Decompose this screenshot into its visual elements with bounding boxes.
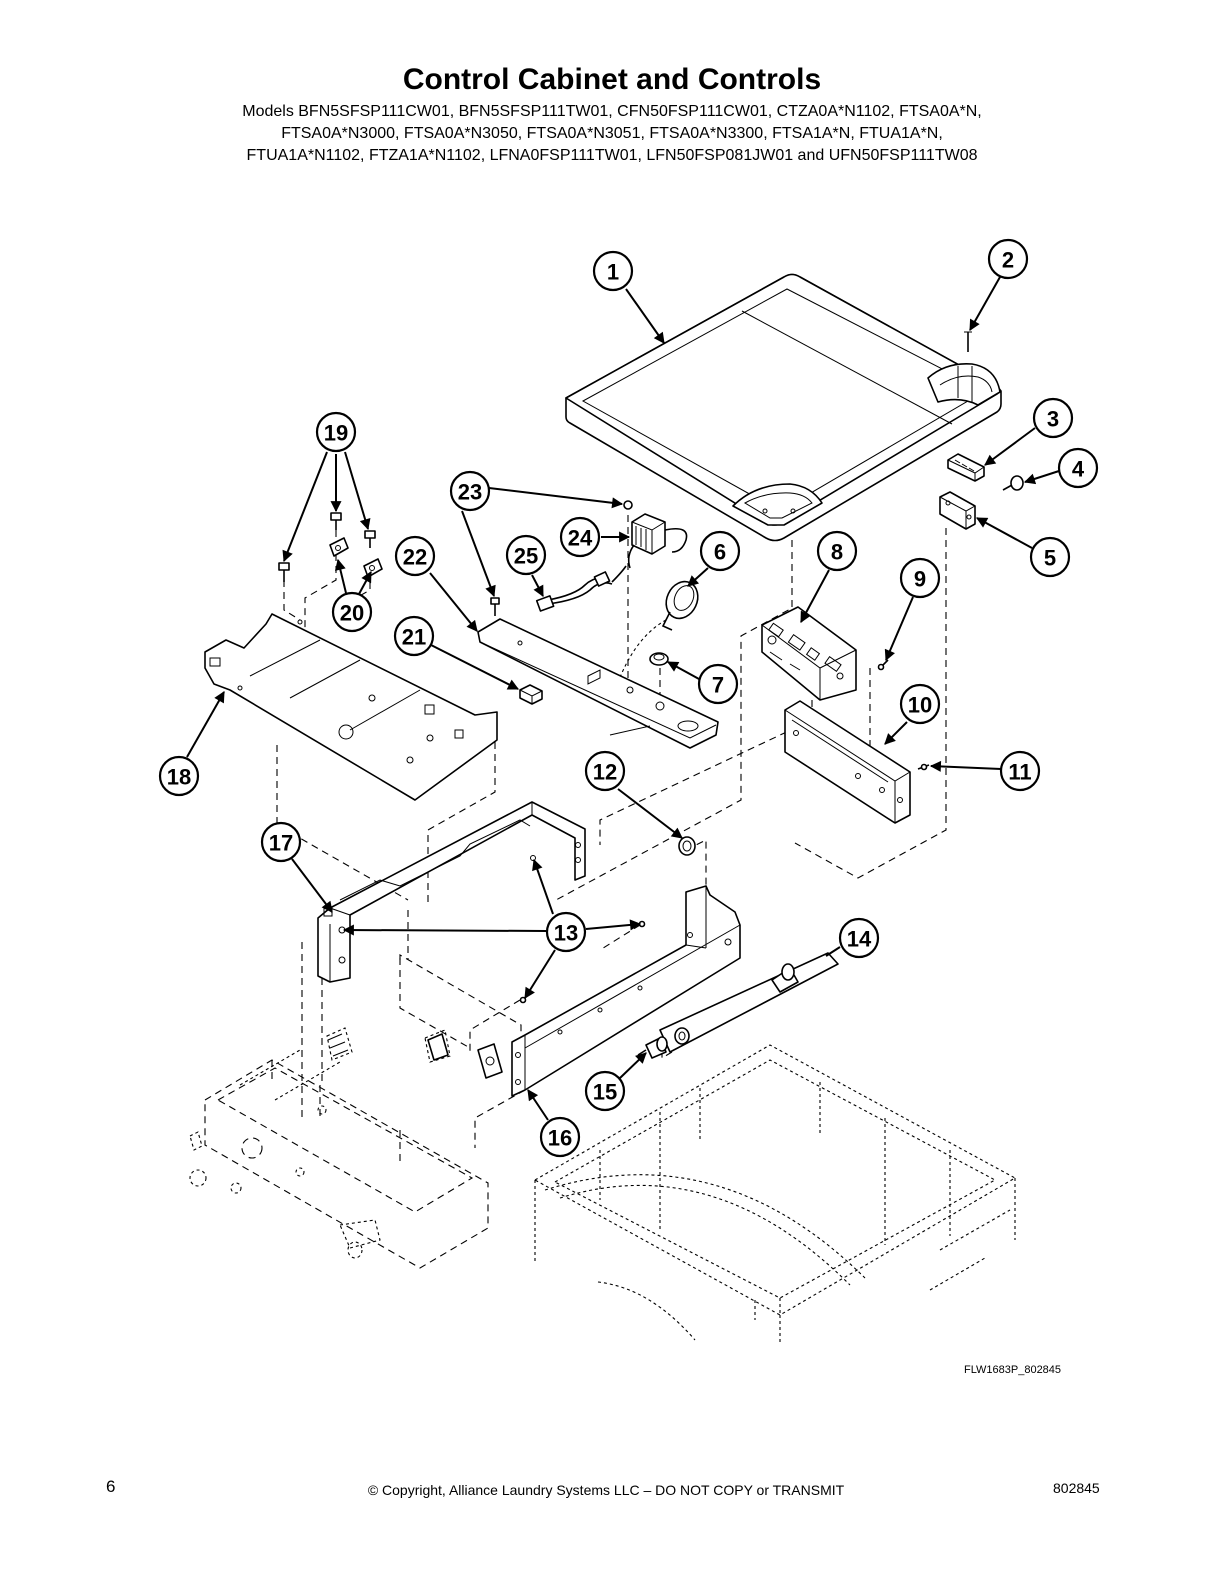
leader-lines xyxy=(186,276,1060,1121)
callout-label: 24 xyxy=(568,526,593,551)
callout-25: 25 xyxy=(505,534,547,576)
transformer xyxy=(623,500,688,569)
callout-label: 1 xyxy=(607,260,619,285)
models-line: Models BFN5SFSP111CW01, BFN5SFSP111TW01,… xyxy=(242,103,982,120)
right-control-channel xyxy=(511,885,741,1097)
screw-item-9 xyxy=(877,659,889,671)
callout-23: 23 xyxy=(449,470,491,512)
callout-19: 19 xyxy=(315,411,357,453)
callout-16: 16 xyxy=(539,1116,581,1158)
wire-harness xyxy=(535,565,627,612)
callout-label: 23 xyxy=(458,480,482,505)
callout-label: 3 xyxy=(1047,407,1059,432)
mounting-bar xyxy=(477,618,719,749)
callout-label: 21 xyxy=(402,625,426,650)
board-bracket xyxy=(784,700,911,824)
screw-item-4 xyxy=(1002,475,1024,491)
callout-label: 12 xyxy=(593,760,617,785)
callout-15: 15 xyxy=(584,1070,626,1112)
models-line: FTUA1A*N1102, FTZA1A*N1102, LFNA0FSP111T… xyxy=(246,147,978,164)
callout-3: 3 xyxy=(1032,397,1074,439)
callout-label: 19 xyxy=(324,421,348,446)
copyright-notice: © Copyright, Alliance Laundry Systems LL… xyxy=(367,1482,845,1498)
callout-14: 14 xyxy=(838,917,880,959)
callout-label: 17 xyxy=(269,831,293,856)
callout-12: 12 xyxy=(584,750,626,792)
callout-label: 20 xyxy=(340,601,364,626)
screw-item-23 xyxy=(490,597,500,616)
callout-label: 8 xyxy=(831,540,843,565)
callout-6: 6 xyxy=(699,530,741,572)
callout-label: 2 xyxy=(1002,248,1014,273)
callout-10: 10 xyxy=(899,683,941,725)
pressure-switch xyxy=(611,580,699,701)
callout-13: 13 xyxy=(545,911,587,953)
callout-18: 18 xyxy=(158,755,200,797)
control-board xyxy=(761,606,857,701)
models-line: FTSA0A*N3000, FTSA0A*N3050, FTSA0A*N3051… xyxy=(281,125,943,142)
hinge-block xyxy=(947,453,985,482)
callout-1: 1 xyxy=(592,250,634,292)
screw-item-11 xyxy=(917,763,930,771)
assembly-guide-lines xyxy=(276,515,947,1148)
callout-20: 20 xyxy=(331,591,373,633)
left-control-channel xyxy=(317,801,586,983)
callout-label: 5 xyxy=(1044,546,1056,571)
washer-cabinet-outline xyxy=(533,1044,1017,1342)
callout-label: 9 xyxy=(914,567,926,592)
callout-label: 22 xyxy=(403,545,427,570)
document-number: 802845 xyxy=(1053,1480,1100,1496)
callout-label: 25 xyxy=(514,544,538,569)
callout-24: 24 xyxy=(559,516,601,558)
callout-label: 11 xyxy=(1008,760,1031,785)
callout-label: 18 xyxy=(167,765,191,790)
hinge-bracket xyxy=(939,491,976,530)
grommet xyxy=(649,652,669,666)
callout-8: 8 xyxy=(816,530,858,572)
callout-label: 6 xyxy=(714,540,726,565)
knob xyxy=(678,836,696,856)
callout-11: 11 xyxy=(999,750,1041,792)
callout-label: 15 xyxy=(593,1080,617,1105)
callout-label: 16 xyxy=(548,1126,572,1151)
screw-item-2 xyxy=(964,331,972,352)
callout-5: 5 xyxy=(1029,536,1071,578)
callout-label: 14 xyxy=(847,927,872,952)
callout-4: 4 xyxy=(1057,447,1099,489)
callout-9: 9 xyxy=(899,557,941,599)
page-title: Control Cabinet and Controls xyxy=(402,63,822,96)
callout-2: 2 xyxy=(987,238,1029,280)
callout-17: 17 xyxy=(260,821,302,863)
callout-label: 4 xyxy=(1072,457,1085,482)
callout-21: 21 xyxy=(393,615,435,657)
callout-22: 22 xyxy=(394,535,436,577)
connector-clip xyxy=(519,684,543,705)
drawing-id: FLW1683P_802845 xyxy=(964,1364,1062,1376)
control-console-outline xyxy=(189,1027,503,1269)
callout-7: 7 xyxy=(697,663,739,705)
callout-label: 13 xyxy=(554,921,578,946)
callout-label: 10 xyxy=(908,693,932,718)
models-list: Models BFN5SFSP111CW01, BFN5SFSP111TW01,… xyxy=(0,101,1224,167)
cabinet-lid xyxy=(565,273,1002,542)
lamp-socket xyxy=(637,1036,668,1059)
page-number: 6 xyxy=(106,1477,116,1496)
callout-label: 7 xyxy=(712,673,724,698)
mounting-plate xyxy=(204,613,498,801)
